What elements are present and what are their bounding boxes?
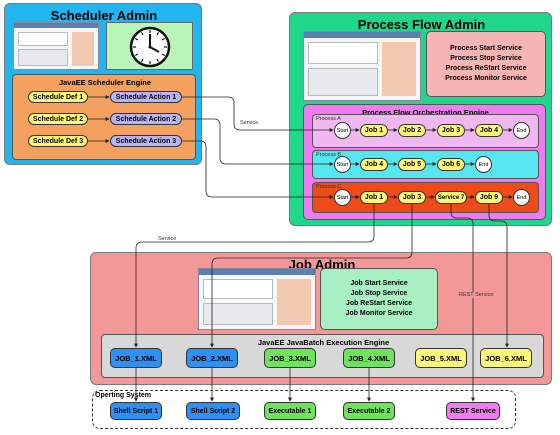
service-label-2: Service [158,236,177,242]
executable-2[interactable]: Executable 2 [343,402,395,420]
process-c-job-9[interactable]: Job 9 [475,191,503,204]
process-a-label: Process A [316,116,341,122]
rest-service-label: REST Service [459,292,494,298]
process-a-job-1[interactable]: Job 1 [360,124,388,137]
batch-engine-title: JavaEE JavaBatch Execution Engine [257,338,390,347]
process-b-job-4[interactable]: Job 4 [360,158,388,171]
process-a-job-4[interactable]: Job 4 [475,124,503,137]
clock-icon [129,26,171,68]
process-a-start[interactable]: Start [334,122,351,139]
schedule-def-3[interactable]: Schedule Def 3 [28,135,88,147]
executable-1[interactable]: Executable 1 [264,402,316,420]
service-label-1: Service [240,120,259,126]
job-1-xml[interactable]: JOB_1.XML [110,348,162,368]
job-5-xml[interactable]: JOB_5.XML [415,348,467,368]
process-c-start[interactable]: Start [334,189,351,206]
job-stop-service[interactable]: Job Stop Service [350,290,408,297]
job-6-xml[interactable]: JOB_6.XML [480,348,532,368]
schedule-action-3[interactable]: Schedule Action 3 [110,135,182,147]
process-flow-admin-title: Process Flow Admin [357,17,486,32]
process-b-job-6[interactable]: Job 6 [437,158,465,171]
shell-script-1[interactable]: Shell Script 1 [110,402,162,420]
clock-panel [106,22,193,70]
process-b-start[interactable]: Start [334,156,351,173]
job-monitor-service[interactable]: Job Monitor Service [345,310,413,317]
process-screenshot-image [303,31,421,101]
schedule-def-2[interactable]: Schedule Def 2 [28,113,88,125]
process-monitor-service[interactable]: Process Monitor Service [445,75,527,82]
process-services-box: Process Start Service Process Stop Servi… [426,31,546,97]
process-c-end[interactable]: End [513,189,530,206]
job-services-box: Job Start Service Job Stop Service Job R… [320,268,438,330]
process-b-end[interactable]: End [475,156,492,173]
job-start-service[interactable]: Job Start Service [350,280,408,287]
process-a-job-3[interactable]: Job 3 [437,124,465,137]
batch-engine-panel: JavaEE JavaBatch Execution Engine [101,334,544,378]
scheduler-screenshot-image [13,22,99,70]
scheduler-engine-title: JavaEE Scheduler Engine [58,78,152,87]
process-c-service-7[interactable]: Service 7 [435,191,467,204]
process-restart-service[interactable]: Process ReStart Service [445,65,527,72]
process-a-job-2[interactable]: Job 2 [398,124,426,137]
job-restart-service[interactable]: Job ReStart Service [345,300,413,307]
orchestration-engine-title: Process Flow Orchestration Engine [362,108,489,117]
job-3-xml[interactable]: JOB_3.XML [264,348,316,368]
process-stop-service[interactable]: Process Stop Service [450,55,522,62]
process-start-service[interactable]: Process Start Service [450,45,522,52]
job-screenshot-image [198,268,316,330]
rest-service-box[interactable]: REST Service [446,402,500,420]
shell-script-2[interactable]: Shell Script 2 [186,402,240,420]
process-c-job-1[interactable]: Job 1 [360,191,388,204]
job-2-xml[interactable]: JOB_2.XML [186,348,238,368]
process-a-end[interactable]: End [513,122,530,139]
process-b-job-5[interactable]: Job 5 [398,158,426,171]
process-c-job-3[interactable]: Job 3 [398,191,426,204]
operating-system-title: Operting System [95,392,152,399]
schedule-def-1[interactable]: Schedule Def 1 [28,91,88,103]
schedule-action-1[interactable]: Schedule Action 1 [110,91,182,103]
job-4-xml[interactable]: JOB_4.XML [343,348,395,368]
schedule-action-2[interactable]: Schedule Action 2 [110,113,182,125]
scheduler-admin-title: Scheduler Admin [50,8,158,23]
